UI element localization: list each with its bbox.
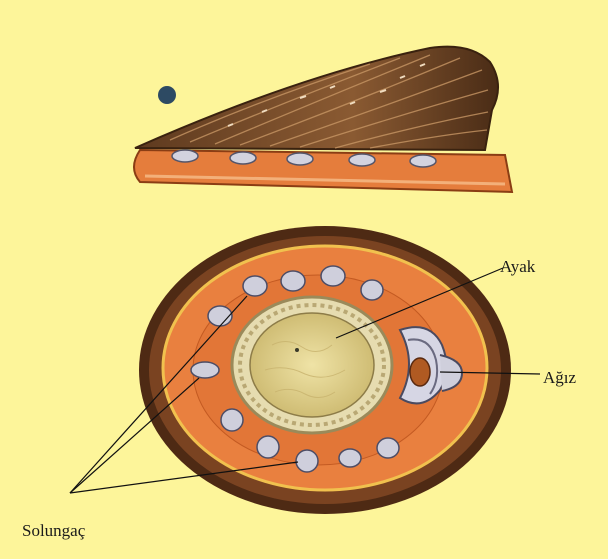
foot-label: Ayak — [500, 258, 535, 275]
side-shell — [135, 47, 498, 150]
side-view — [134, 47, 512, 192]
marker-dot — [158, 86, 176, 104]
ventral-view — [70, 226, 540, 514]
mouth-label: Ağız — [543, 369, 576, 386]
gills-label: Solungaç — [22, 522, 85, 539]
foot — [250, 313, 374, 417]
